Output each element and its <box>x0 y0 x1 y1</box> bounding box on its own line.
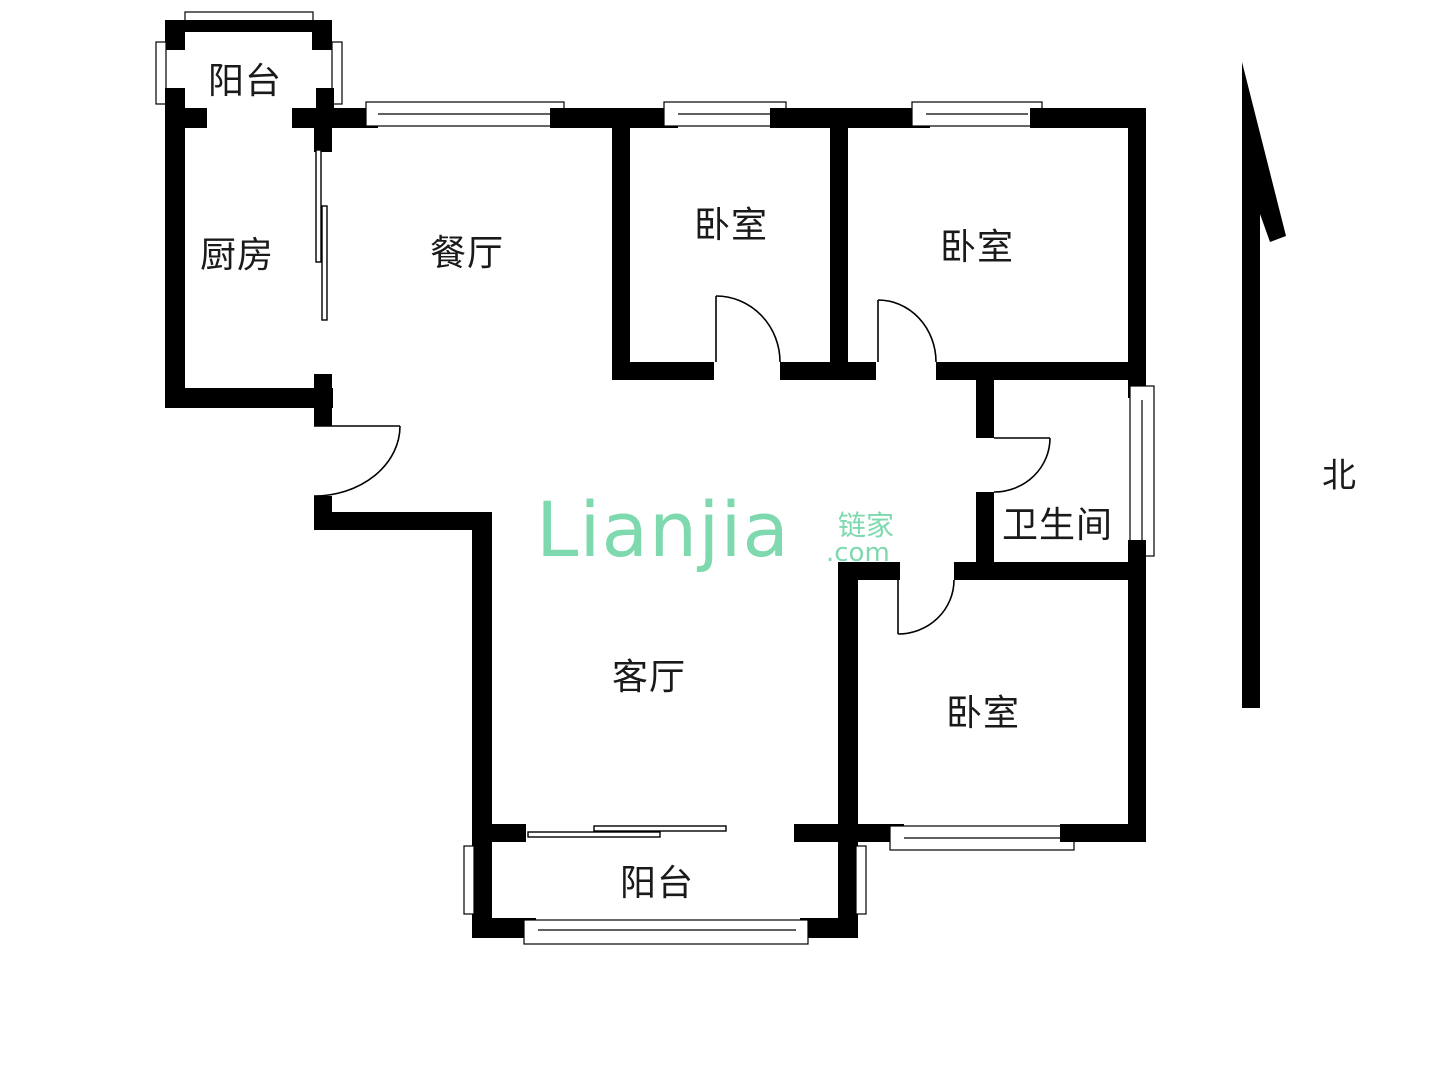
room-label-bedroom-1: 卧室 <box>694 205 769 246</box>
wall <box>1128 540 1146 840</box>
bathroom-door-arc <box>993 437 1051 493</box>
watermark-logo-text: Lianjia <box>536 485 790 574</box>
room-label-kitchen: 厨房 <box>200 235 275 276</box>
lianjia-watermark: Lianjia 链家 .com <box>536 485 894 574</box>
room-label-balcony-top: 阳台 <box>208 61 283 102</box>
room-label-living: 客厅 <box>612 657 687 698</box>
wall <box>165 388 333 408</box>
wall <box>1060 824 1146 842</box>
north-label: 北 <box>1322 456 1356 496</box>
balcony-bottom-walls <box>463 842 867 945</box>
wall <box>472 512 492 842</box>
wall <box>1030 108 1146 128</box>
bedroom1-door-arc <box>715 295 781 363</box>
watermark-cn-text: 链家 <box>838 509 895 542</box>
wall <box>612 108 630 380</box>
wall <box>314 108 332 152</box>
room-label-balcony-bottom: 阳台 <box>620 863 695 904</box>
bedroom3-walls <box>838 562 1146 851</box>
wall <box>292 108 378 128</box>
wall <box>165 108 185 408</box>
wall <box>314 374 332 426</box>
balcony-side-window <box>463 845 475 915</box>
room-label-dining: 餐厅 <box>430 233 505 274</box>
balcony-bottom-window <box>523 919 809 945</box>
wall <box>838 562 858 842</box>
bedroom2-walls <box>877 108 1146 398</box>
bedroom2-door-arc <box>877 299 937 363</box>
bedroom1-walls <box>612 108 876 380</box>
wall <box>770 108 930 128</box>
bathroom-walls <box>954 380 1155 840</box>
kitchen-sliding-door <box>321 205 328 321</box>
entrance-door-arc <box>313 425 401 497</box>
wall <box>472 918 536 938</box>
wall <box>800 918 858 938</box>
entrance <box>313 425 492 530</box>
top-wall <box>292 101 1146 128</box>
wall <box>1128 108 1146 398</box>
bedroom3-door-arc <box>897 579 955 635</box>
room-label-bedroom-3: 卧室 <box>946 693 1021 734</box>
kitchen-walls <box>165 108 333 426</box>
wall <box>830 108 848 380</box>
wall <box>612 362 714 380</box>
balcony-side-window <box>855 845 867 915</box>
watermark-domain-text: .com <box>826 538 890 568</box>
wall <box>472 842 492 938</box>
wall <box>976 380 994 438</box>
balcony-side-window <box>331 41 343 105</box>
living-sliding-door <box>593 825 727 832</box>
wall <box>976 492 994 562</box>
kitchen-sliding-door <box>315 149 322 263</box>
wall <box>838 824 904 842</box>
wall <box>165 20 332 32</box>
wall <box>838 842 858 938</box>
room-label-bedroom-2: 卧室 <box>940 227 1015 268</box>
wall <box>954 562 1146 580</box>
living-sliding-door <box>527 831 661 838</box>
north-arrow-shape <box>1242 62 1286 708</box>
wall <box>472 824 526 842</box>
wall <box>314 512 492 530</box>
balcony-side-window <box>155 41 167 105</box>
wall <box>780 362 876 380</box>
north-arrow-icon <box>1242 62 1286 708</box>
wall <box>936 362 1146 380</box>
room-label-bathroom: 卫生间 <box>1002 505 1114 546</box>
